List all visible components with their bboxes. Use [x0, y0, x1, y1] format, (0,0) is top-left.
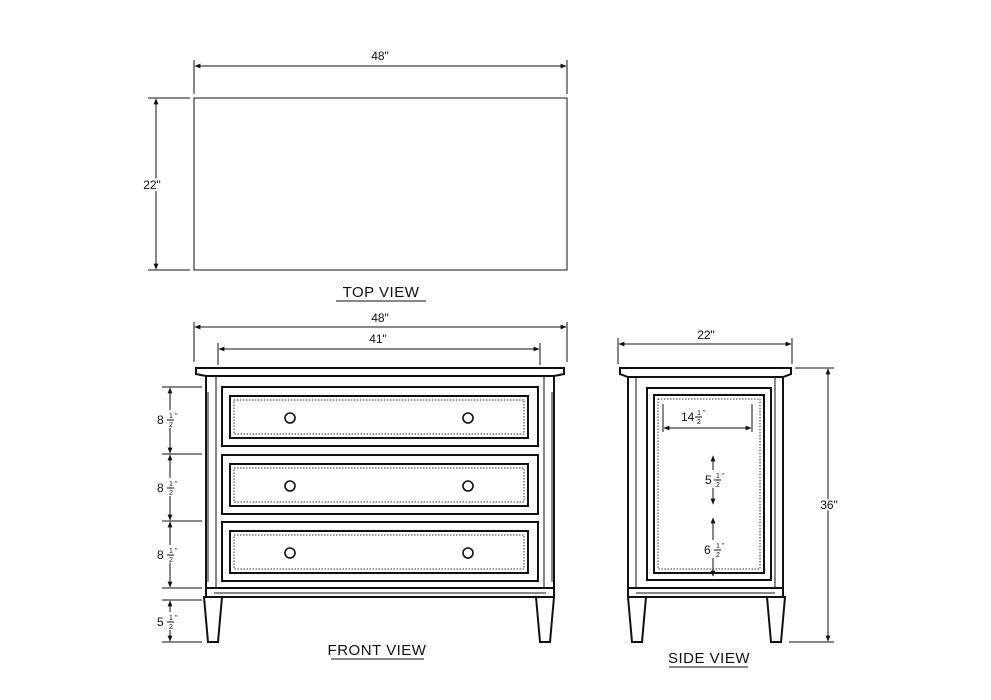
side-view-title: SIDE VIEW	[668, 650, 750, 667]
drawer-height-label-1: 8 1 2 "	[152, 410, 180, 429]
svg-text:2: 2	[697, 419, 701, 426]
side-interior-width-label: 14 1 2 "	[681, 410, 706, 426]
svg-text:8: 8	[157, 413, 164, 427]
svg-text:": "	[175, 413, 178, 420]
top-depth-label: 22"	[143, 178, 161, 192]
drawer-pull-icon	[284, 547, 296, 559]
drawer-pull-icon	[284, 412, 296, 424]
front-overall-width-label: 48"	[371, 311, 389, 325]
top-width-label: 48"	[371, 49, 389, 63]
svg-text:14: 14	[681, 410, 695, 424]
svg-text:2: 2	[169, 557, 173, 564]
front-drawer-1	[221, 386, 539, 447]
side-depth-label: 22"	[697, 328, 715, 342]
svg-text:": "	[703, 410, 706, 417]
svg-text:1: 1	[169, 548, 173, 555]
svg-text:8: 8	[157, 481, 164, 495]
side-interior-upper-label: 5 1 2 "	[701, 470, 729, 489]
drawer-pull-icon	[462, 480, 474, 492]
leg-height-label: 5 1 2 "	[152, 612, 180, 631]
svg-text:5: 5	[705, 473, 712, 487]
drawer-pull-icon	[284, 480, 296, 492]
svg-text:1: 1	[169, 615, 173, 622]
front-view: 48" 41"	[152, 311, 568, 660]
side-height-label: 36"	[820, 498, 838, 512]
side-view: 22" 14 1 2 " 5 1	[617, 328, 840, 668]
front-drawer-3	[221, 521, 539, 582]
svg-text:1: 1	[716, 473, 720, 480]
svg-text:2: 2	[169, 490, 173, 497]
front-base-molding	[205, 587, 555, 598]
side-leg-right	[765, 596, 787, 643]
side-base-molding	[627, 587, 784, 598]
svg-text:8: 8	[157, 548, 164, 562]
side-top-cap	[619, 367, 792, 378]
svg-text:1: 1	[169, 413, 173, 420]
drawer-height-label-3: 8 1 2 "	[152, 545, 180, 564]
svg-text:1: 1	[697, 410, 701, 417]
front-leg-left	[202, 596, 224, 643]
drawer-pull-icon	[462, 547, 474, 559]
front-leg-right	[534, 596, 556, 643]
svg-text:2: 2	[716, 552, 720, 559]
svg-text:": "	[175, 481, 178, 488]
svg-text:": "	[175, 615, 178, 622]
top-view-title: TOP VIEW	[343, 284, 420, 301]
drawer-height-label-2: 8 1 2 "	[152, 478, 180, 497]
top-view-outline	[193, 97, 568, 271]
side-interior-lower-label: 6 1 2 "	[701, 540, 729, 559]
svg-text:2: 2	[716, 482, 720, 489]
svg-text:5: 5	[157, 615, 164, 629]
side-leg-left	[626, 596, 648, 643]
svg-text:": "	[722, 543, 725, 550]
front-top-cap	[195, 367, 565, 377]
drawer-pull-icon	[462, 412, 474, 424]
svg-text:1: 1	[716, 543, 720, 550]
front-drawer-2	[221, 454, 539, 515]
svg-text:1: 1	[169, 481, 173, 488]
svg-text:2: 2	[169, 624, 173, 631]
svg-text:2: 2	[169, 422, 173, 429]
svg-text:6: 6	[704, 543, 711, 557]
front-carcass	[205, 375, 555, 589]
side-panel-frame	[646, 387, 772, 581]
top-view: 48" 22" TOP VIEW	[141, 49, 568, 302]
front-inner-width-label: 41"	[369, 332, 387, 346]
svg-text:": "	[175, 548, 178, 555]
front-view-title: FRONT VIEW	[328, 642, 427, 659]
svg-text:": "	[722, 473, 725, 480]
